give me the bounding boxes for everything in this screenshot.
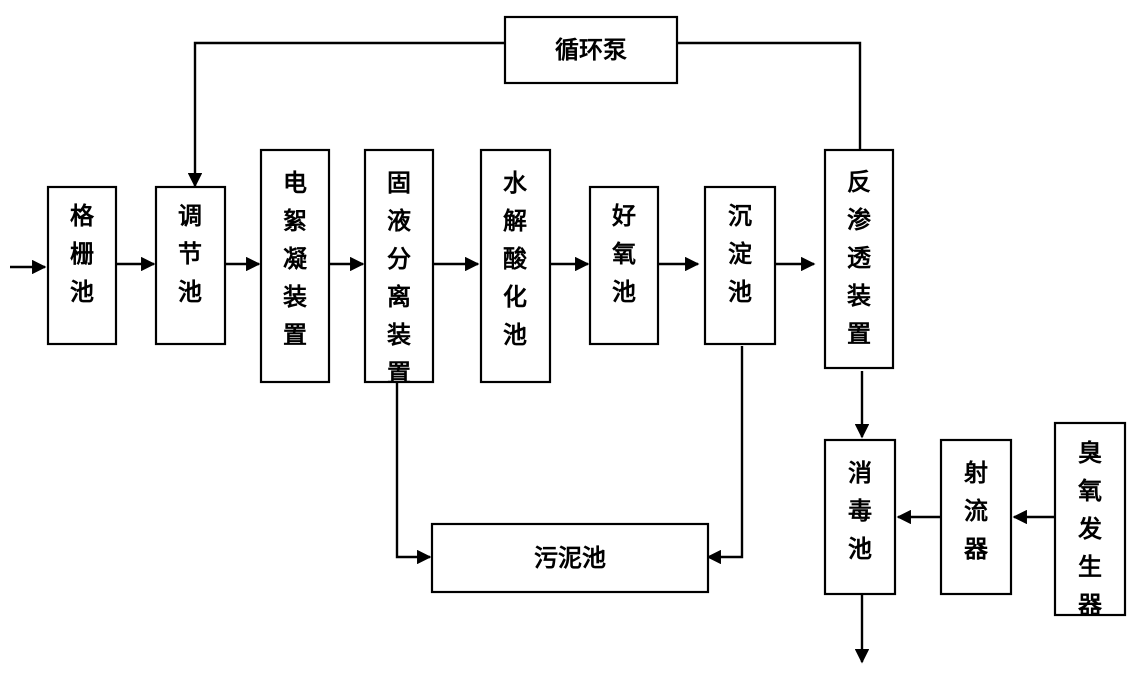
sludge-from-sedimentation [706,346,744,565]
solid-liquid-separation-label: 固液分离装置 [387,169,411,387]
disinfection-tank-box [823,438,897,596]
grid-tank-label: 格栅池 [70,202,95,306]
hydrolysis-acidification-box [479,148,552,384]
solid-liquid-separation-box [363,148,435,384]
electroflocculation-label: 电絮凝装置 [283,169,308,349]
jet-device-label: 射流器 [963,459,989,563]
sedimentation-tank-label: 沉淀池 [728,202,753,306]
recycle-ro-to-pump [677,41,862,150]
jet-device-box [939,438,1013,596]
sedimentation-tank-box [703,185,777,346]
nodes: 格栅池 调节池 电絮凝装置 固液分离装置 水解酸化池 好氧池 沉淀池 反渗透装置… [46,15,1127,619]
disinfection-tank-label: 消毒池 [848,459,872,563]
reverse-osmosis-label: 反渗透装置 [847,168,872,348]
equalization-tank-label: 调节池 [178,202,202,306]
grid-tank-box [46,185,118,346]
equalization-tank-box [154,185,227,346]
ozone-generator-box [1053,421,1127,617]
ozone-generator-label: 臭氧发生器 [1077,439,1103,619]
circulation-pump-box [503,15,679,85]
aerobic-tank-box [588,185,660,346]
sludge-tank-box [430,522,710,594]
reverse-osmosis-box [823,148,895,370]
connectors [10,41,1055,664]
hydrolysis-acidification-label: 水解酸化池 [503,169,528,349]
recycle-pump-to-equalization [187,41,505,188]
electroflocculation-box [259,148,331,384]
sludge-tank-label: 污泥池 [534,544,606,572]
sludge-from-separation [395,382,432,565]
aerobic-tank-label: 好氧池 [611,202,636,306]
circulation-pump-label: 循环泵 [555,36,627,64]
